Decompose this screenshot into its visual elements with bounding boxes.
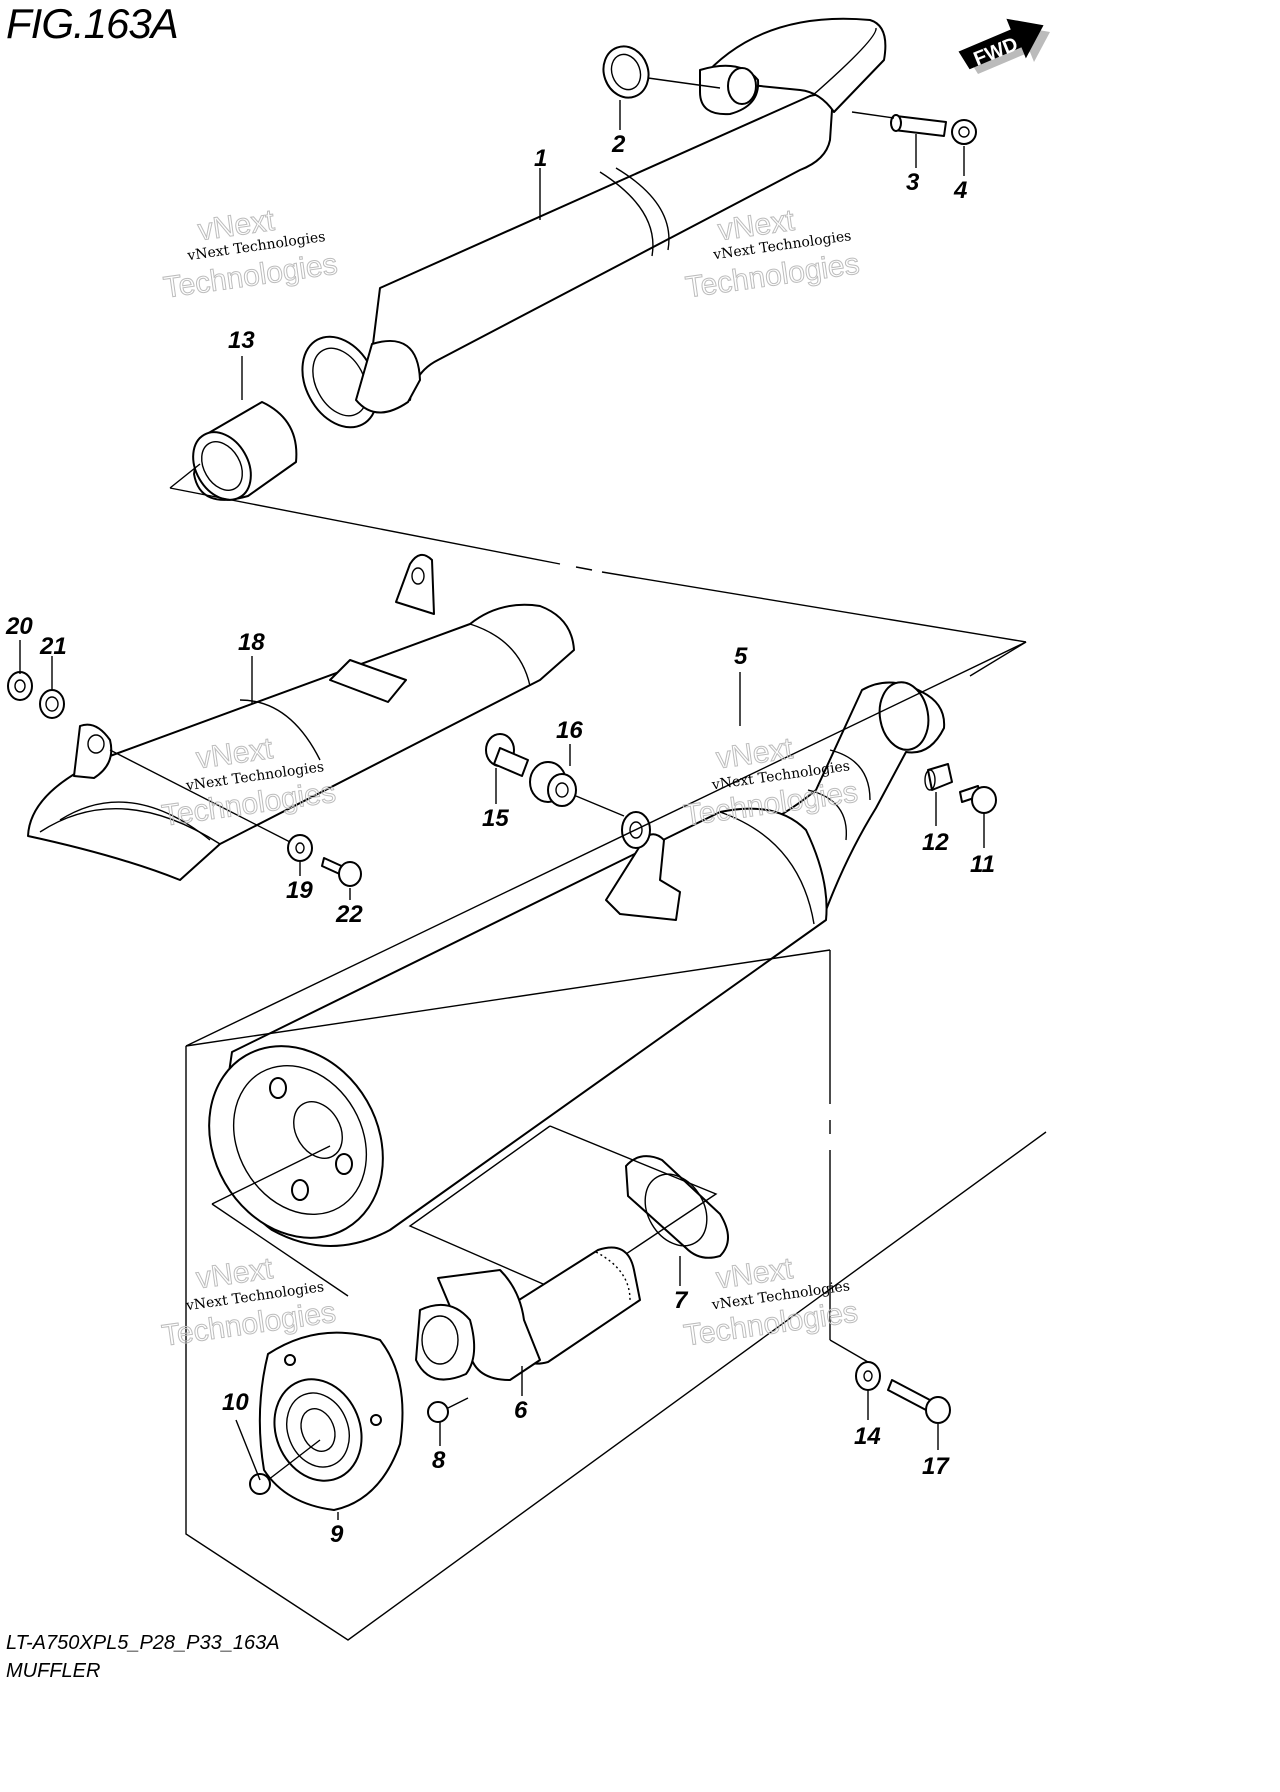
callout-21: 21	[39, 633, 67, 660]
part-18-heat-shield	[27, 553, 575, 881]
callout-15: 15	[482, 805, 509, 832]
callout-leader-lines	[19, 100, 985, 1520]
part-6-spark-arrester	[415, 1246, 641, 1381]
callout-13: 13	[228, 327, 255, 354]
part-22-bolt	[321, 857, 362, 887]
callout-18: 18	[238, 629, 265, 656]
callout-11: 11	[970, 851, 995, 878]
figure-name: MUFFLER	[6, 1660, 101, 1682]
callout-1: 1	[534, 145, 547, 172]
part-1-exhaust-pipe	[301, 17, 887, 429]
part-2-gasket	[602, 45, 721, 99]
callout-20: 20	[5, 613, 33, 640]
callout-5: 5	[734, 643, 748, 670]
part-9-end-cap	[258, 1331, 404, 1511]
callout-17: 17	[922, 1453, 950, 1480]
callout-7: 7	[674, 1287, 689, 1314]
callout-22: 22	[335, 901, 363, 928]
callout-6: 6	[514, 1397, 528, 1424]
callout-10: 10	[222, 1389, 249, 1416]
figure-code: LT-A750XPL5_P28_P33_163A	[6, 1632, 280, 1654]
figure-title: FIG.163A	[6, 0, 179, 47]
part-10-screw	[249, 1439, 321, 1495]
part-21-grommet	[39, 689, 65, 719]
callout-8: 8	[432, 1447, 446, 1474]
part-15-collar	[485, 733, 529, 777]
part-4-nut	[951, 119, 977, 145]
part-14-washer	[855, 1361, 881, 1391]
callout-12: 12	[922, 829, 949, 856]
part-16-damper	[529, 761, 625, 817]
part-12-spacer	[924, 763, 953, 791]
part-17-bolt	[887, 1379, 951, 1424]
callout-2: 2	[611, 131, 626, 158]
part-19-washer	[109, 749, 313, 862]
part-8-screw	[427, 1397, 469, 1423]
callout-19: 19	[286, 877, 313, 904]
callout-numbers: 1 2 3 4 5 6 7 8 9 10 11 12 13 14 15 16 1…	[5, 131, 995, 1548]
callout-4: 4	[953, 177, 967, 204]
part-5-muffler	[208, 681, 946, 1247]
part-13-gasket-sleeve	[192, 401, 298, 501]
watermark-top-left: vNext Technologies vNext Technologies	[161, 203, 340, 305]
callout-16: 16	[556, 717, 583, 744]
callout-14: 14	[854, 1423, 881, 1450]
callout-9: 9	[330, 1521, 344, 1548]
part-20-collar	[7, 671, 33, 701]
watermark-bottom-right: vNext Technologies vNext Technologies	[681, 1252, 860, 1354]
part-11-bolt	[959, 785, 997, 814]
svg-text:Technologies: Technologies	[683, 247, 861, 304]
fwd-direction-arrow-icon: FWD	[958, 18, 1050, 74]
callout-3: 3	[906, 169, 920, 196]
part-7-gasket	[408, 1125, 729, 1295]
part-3-stud-bolt	[851, 111, 947, 137]
